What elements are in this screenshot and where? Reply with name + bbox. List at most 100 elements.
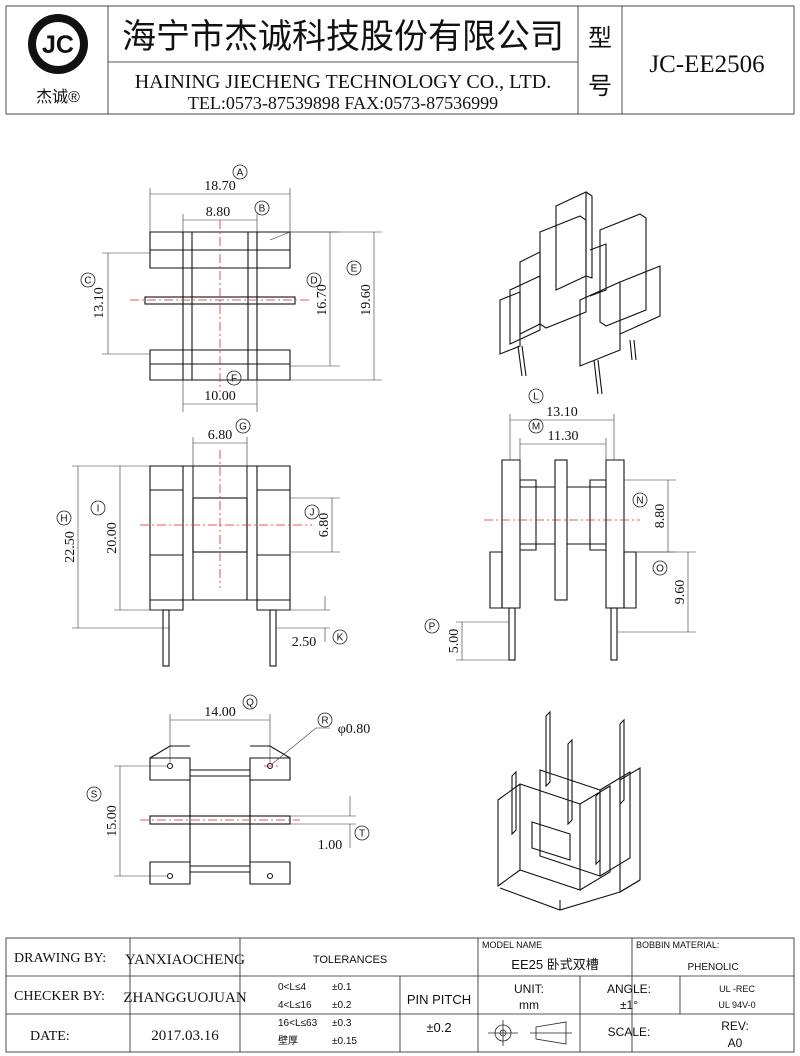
dimension-marker-l (528, 388, 544, 404)
isometric-view-top (499, 191, 661, 395)
rev-value: A0 (728, 1036, 743, 1050)
drawing-by-label: DRAWING BY: (14, 951, 106, 966)
dimension-value-a: 18.70 (204, 179, 236, 194)
dimension-value-r: φ0.80 (338, 722, 371, 737)
dimension-letter-p: P (429, 622, 436, 633)
company-name-cn: 海宁市杰诚科技股份有限公司 (122, 18, 564, 56)
dimension-marker-r (317, 712, 333, 728)
ul-rating-2: UL 94V-0 (718, 1000, 755, 1010)
tolerance-range: 4<L≤16 (278, 1000, 312, 1011)
dimension-marker-h (56, 510, 72, 526)
tolerance-value: ±0.1 (332, 982, 352, 993)
logo-text: JC (42, 31, 74, 59)
isometric-view-bottom (497, 710, 641, 911)
model-label-bottom: 号 (588, 74, 612, 100)
model-name-label: MODEL NAME (482, 940, 542, 950)
dimension-marker-a (232, 164, 248, 180)
dimension-marker-m (528, 418, 544, 434)
dimension-value-q: 14.00 (204, 705, 236, 720)
dimension-value-e: 19.60 (359, 284, 374, 316)
dimension-letter-d: D (310, 276, 317, 287)
tolerance-value: ±0.3 (332, 1018, 352, 1029)
dimension-value-o: 9.60 (673, 580, 688, 605)
dimension-letter-c: C (84, 276, 91, 287)
dimension-value-i: 20.00 (105, 522, 120, 554)
dimension-letter-h: H (60, 514, 67, 525)
tolerance-range: 壁厚 (278, 1034, 298, 1047)
dimension-marker-j (304, 504, 320, 520)
ul-rating-1: UL -REC (719, 984, 755, 994)
tolerance-value: ±0.2 (332, 1000, 352, 1011)
dimension-marker-k (332, 629, 348, 645)
title-block-text: DRAWING BY: YANXIAOCHENG CHECKER BY: ZHA… (14, 940, 756, 1050)
header: JC 杰诚® 海宁市杰诚科技股份有限公司 HAINING JIECHENG TE… (5, 5, 795, 115)
drawing-by-value: YANXIAOCHENG (125, 952, 245, 968)
dimension-letter-n: N (636, 496, 643, 507)
dimension-letter-q: Q (246, 698, 254, 709)
dimension-letter-e: E (351, 264, 358, 275)
dimension-marker-g (235, 418, 251, 434)
rev-label: REV: (721, 1019, 749, 1033)
dimension-marker-f (226, 370, 242, 386)
dimension-value-n: 8.80 (653, 504, 668, 529)
dimension-value-b: 8.80 (206, 205, 231, 220)
model-label-top: 型 (588, 25, 612, 52)
dimension-letter-g: G (239, 422, 247, 433)
dimension-value-c: 13.10 (92, 287, 107, 319)
angle-value: ±1° (620, 998, 638, 1012)
dimension-value-h: 22.50 (63, 531, 78, 563)
dimension-letter-o: O (656, 564, 664, 575)
dimension-marker-o (652, 560, 668, 576)
dimension-marker-n (632, 492, 648, 508)
dimension-marker-c (80, 272, 96, 288)
company-name-en: HAINING JIECHENG TECHNOLOGY CO., LTD. (135, 71, 551, 93)
tolerances-label: TOLERANCES (313, 954, 387, 966)
dimension-letter-a: A (237, 168, 244, 179)
dimension-letter-t: T (359, 829, 365, 840)
front-view (72, 437, 340, 667)
dimension-marker-q (242, 694, 258, 710)
dimension-letter-l: L (533, 392, 539, 403)
logo-brand: 杰诚® (36, 88, 80, 106)
angle-label: ANGLE: (607, 982, 651, 996)
dimension-marker-b (254, 200, 270, 216)
dimension-value-d: 16.70 (315, 284, 330, 316)
dimension-marker-p (424, 618, 440, 634)
dimension-letter-r: R (321, 716, 328, 727)
dimension-marker-s (86, 786, 102, 802)
unit-value: mm (519, 998, 539, 1012)
checker-by-label: CHECKER BY: (14, 989, 105, 1004)
dimension-letter-i: I (97, 504, 100, 515)
pin-pitch-value: ±0.2 (426, 1020, 451, 1035)
dimension-value-g: 6.80 (208, 428, 233, 443)
dimension-value-l: 13.10 (546, 405, 578, 420)
dimension-letter-m: M (532, 422, 540, 433)
tolerance-value: ±0.15 (332, 1036, 357, 1047)
scale-label: SCALE: (608, 1025, 651, 1039)
dimension-marker-d (306, 272, 322, 288)
company-contact: TEL:0573-87539898 FAX:0573-87536999 (188, 93, 498, 113)
checker-by-value: ZHANGGUOJUAN (123, 990, 246, 1006)
bobbin-material-value: PHENOLIC (687, 962, 738, 973)
date-value: 2017.03.16 (151, 1028, 219, 1044)
dimension-letter-f: F (231, 374, 237, 385)
side-view (456, 414, 696, 661)
tolerance-range: 0<L≤4 (278, 982, 306, 993)
dimension-marker-t (354, 825, 370, 841)
pin-pitch-label: PIN PITCH (407, 992, 471, 1007)
tolerance-range: 16<L≤63 (278, 1018, 318, 1029)
title-block (5, 937, 795, 1053)
top-view (102, 188, 382, 412)
dimension-value-m: 11.30 (548, 429, 579, 444)
dimension-letter-b: B (259, 204, 266, 215)
projection-symbol-icon (488, 1020, 572, 1046)
dimension-letter-j: J (310, 508, 315, 519)
dimension-value-s: 15.00 (105, 805, 120, 837)
dimension-value-j: 6.80 (317, 513, 332, 538)
model-number: JC-EE2506 (649, 51, 764, 78)
dimension-letter-s: S (91, 790, 98, 801)
dimension-value-k: 2.50 (292, 635, 317, 650)
dimension-value-p: 5.00 (447, 629, 462, 654)
